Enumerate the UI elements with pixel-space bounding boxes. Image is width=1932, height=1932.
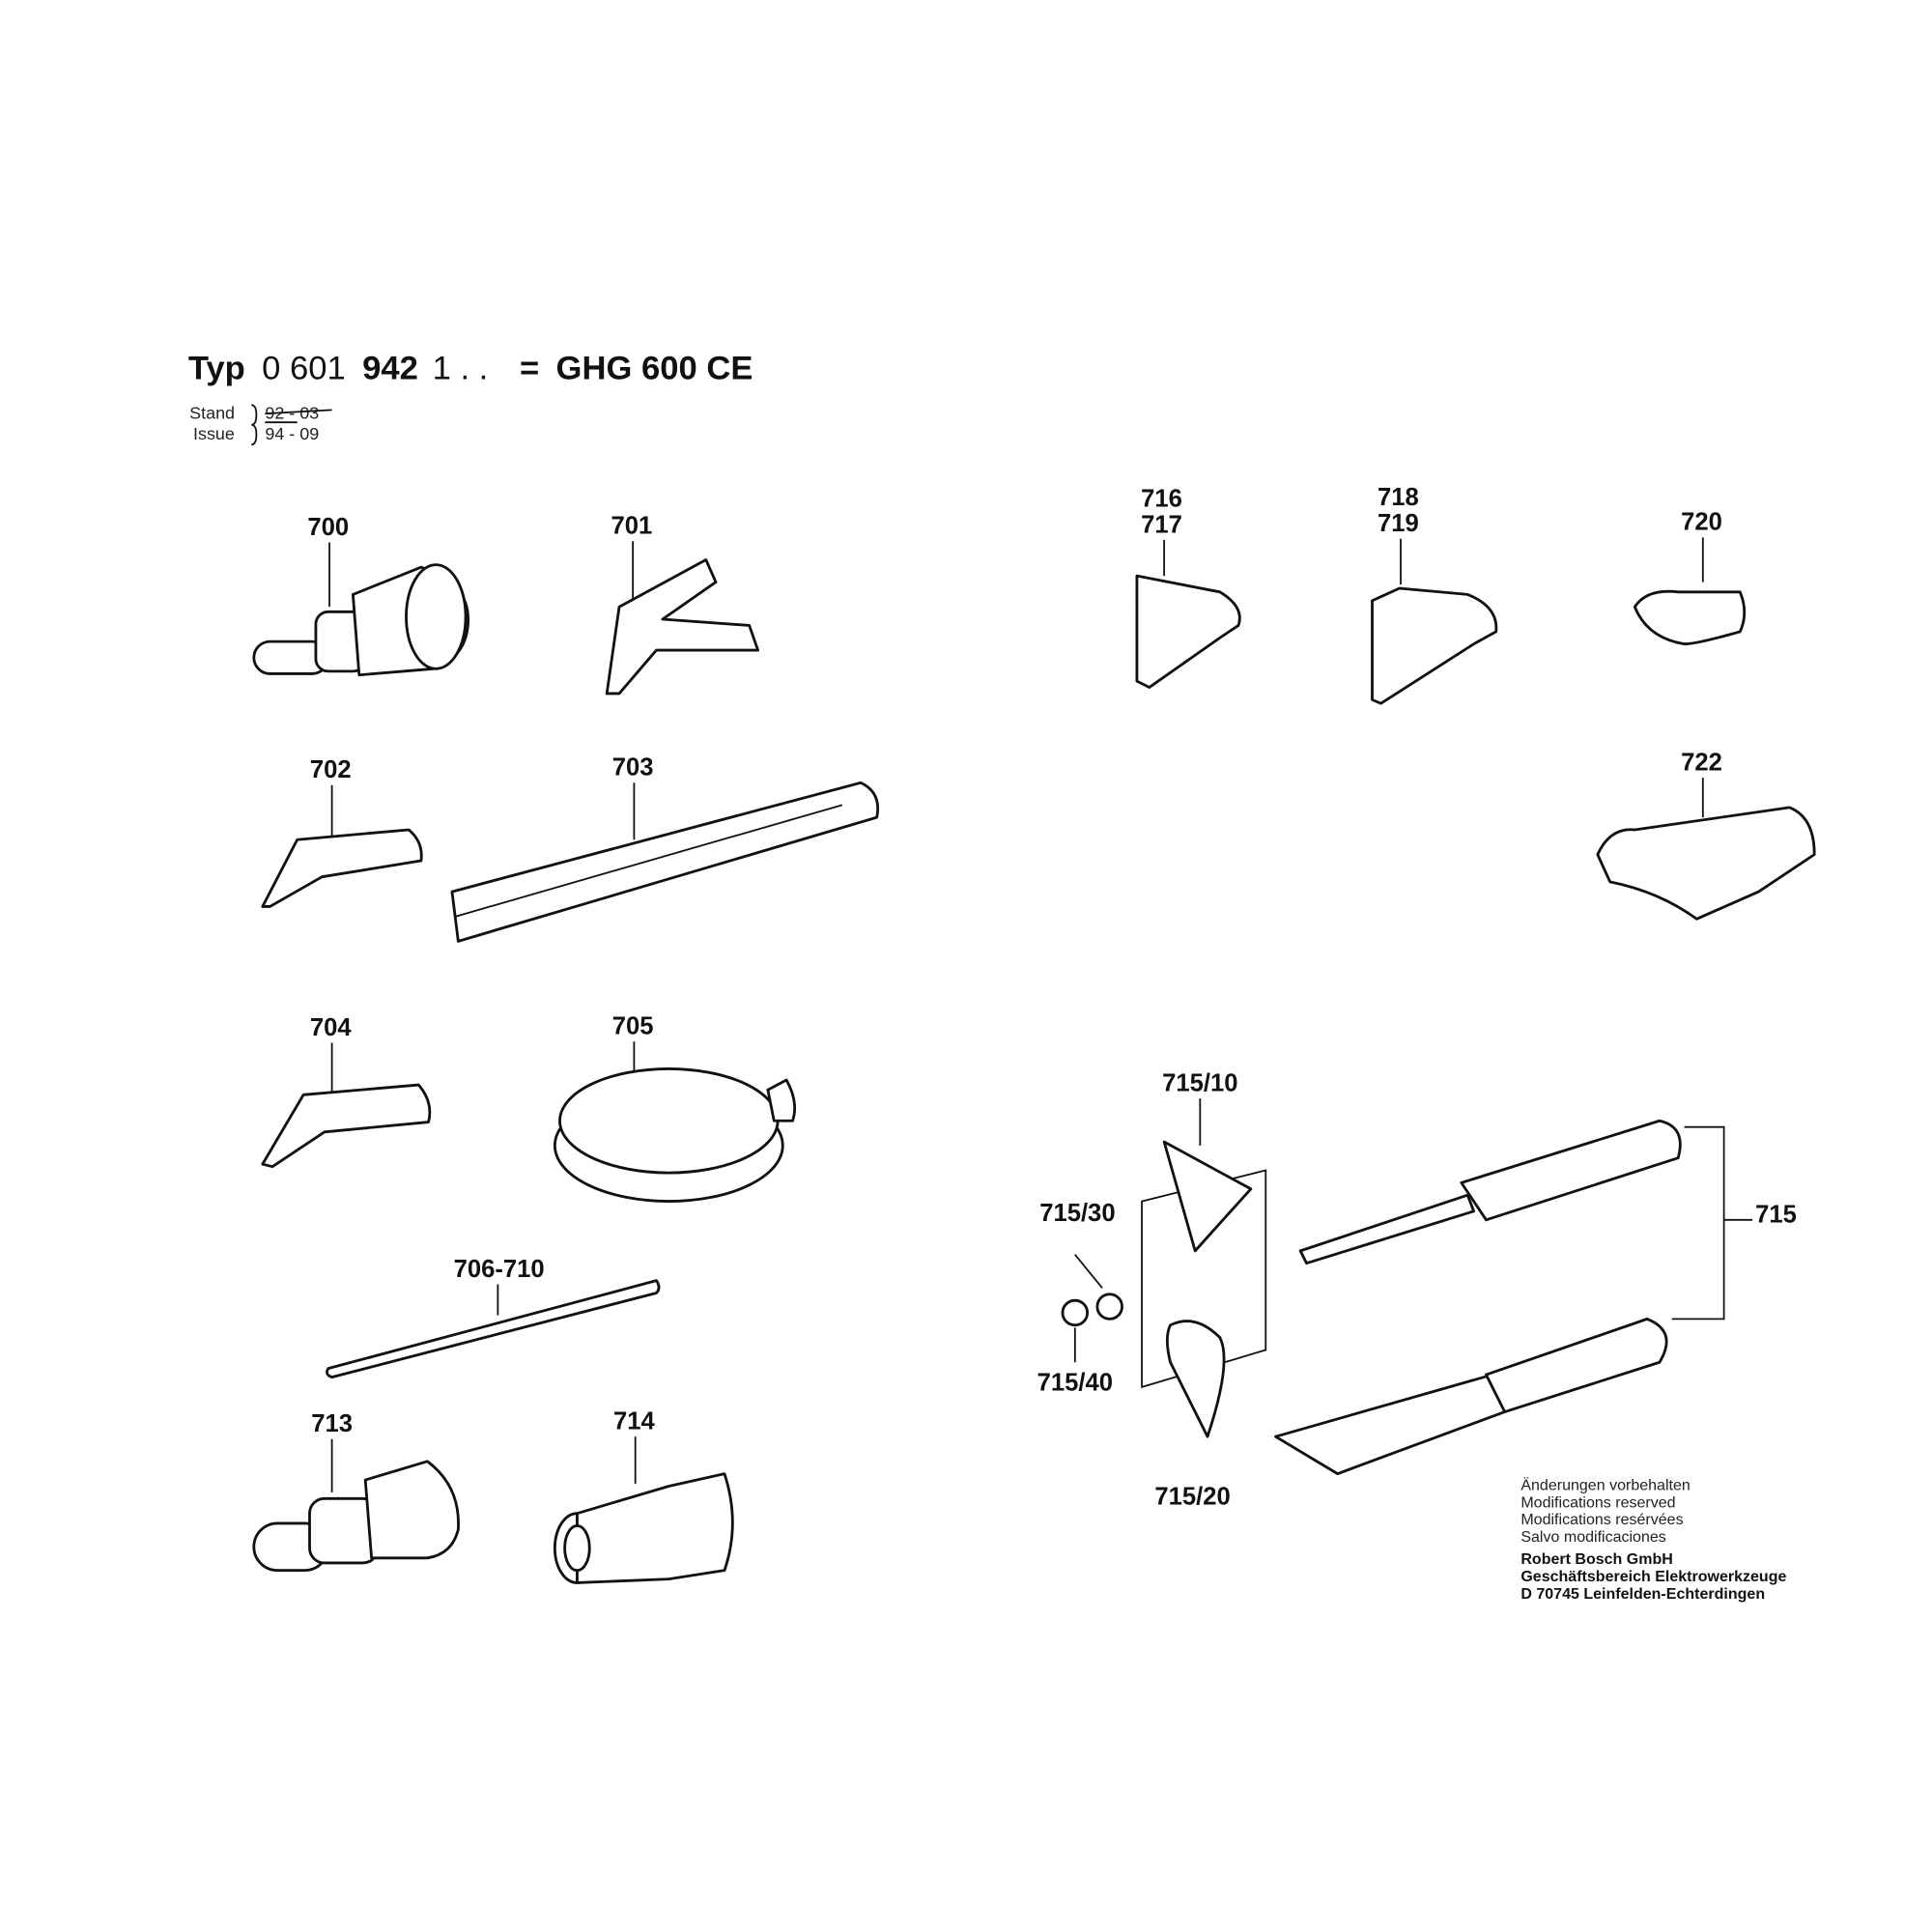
note-line-3: Modifications resérvées [1520,1511,1683,1528]
label-714: 714 [613,1407,656,1435]
blade-715-20 [1165,1320,1226,1438]
nut-715-40 [1061,1298,1090,1327]
label-702: 702 [310,756,352,783]
brace-icon [251,404,258,446]
footer-notes: Änderungen vorbehalten Modifications res… [1520,1476,1786,1603]
note-line-1: Änderungen vorbehalten [1520,1476,1690,1493]
label-705: 705 [612,1013,654,1040]
company-address: D 70745 Leinfelden-Echterdingen [1520,1585,1765,1603]
part-720-hook-nozzle [1633,589,1747,646]
label-715-10: 715/10 [1162,1069,1237,1096]
note-line-2: Modifications reserved [1520,1493,1675,1511]
washer-715-30 [1095,1293,1123,1321]
note-line-4: Salvo modificaciones [1520,1528,1665,1546]
part-722-glass-protection-nozzle [1596,806,1816,921]
equals-sign: = [520,350,539,386]
typ-number-b: 942 [362,350,418,386]
svg-text:Typ 0 601 942: Typ 0 601 942 1 . . = GHG 600 CE [188,350,753,386]
label-706-710: 706-710 [454,1256,545,1283]
typ-number-a: 0 601 [262,350,346,386]
company-name: Robert Bosch GmbH [1520,1550,1672,1568]
part-716-717-wide-slot-nozzle [1135,574,1241,689]
part-714-reducer-nozzle [553,1472,734,1584]
label-715: 715 [1755,1201,1797,1228]
label-701: 701 [611,513,652,540]
label-719: 719 [1378,510,1419,537]
part-715-scraper-set [1061,1119,1753,1476]
label-703: 703 [612,754,654,781]
label-715-40: 715/40 [1037,1370,1113,1397]
label-715-30: 715/30 [1039,1200,1115,1227]
model-name: GHG 600 CE [556,350,753,386]
part-704-flat-nozzle [261,1083,432,1169]
typ-number-c: 1 . . [433,350,489,386]
part-705-cover-cap [553,1067,797,1204]
part-701-reflector-nozzle [605,558,760,696]
part-713-reducer-nozzle [252,1460,460,1573]
label-715-20: 715/20 [1154,1484,1230,1511]
diagram-header: Typ 0 601 942 1 . . = GHG 600 CE Stand I… [188,350,753,446]
issue-date: 94 - 09 [265,424,319,443]
part-labels: 700 701 702 703 704 705 706-710 713 714 … [307,484,1796,1511]
label-713: 713 [311,1410,353,1437]
label-716: 716 [1141,485,1182,512]
issue-label: Issue [193,424,235,443]
part-702-flat-nozzle [261,828,423,908]
label-717: 717 [1141,511,1182,538]
part-700-reducer-nozzle [252,563,470,677]
label-720: 720 [1681,509,1722,536]
label-722: 722 [1681,749,1722,776]
stand-label: Stand [189,403,235,422]
company-division: Geschäftsbereich Elektrowerkzeuge [1520,1568,1786,1585]
part-718-719-wide-slot-nozzle [1371,586,1498,705]
label-704: 704 [310,1014,353,1041]
part-706-710-welding-rod [326,1279,661,1379]
blade-715-10 [1162,1140,1253,1253]
label-700: 700 [307,514,349,541]
typ-label: Typ [188,350,245,386]
label-718: 718 [1378,484,1419,511]
part-703-long-nozzle [450,781,879,943]
